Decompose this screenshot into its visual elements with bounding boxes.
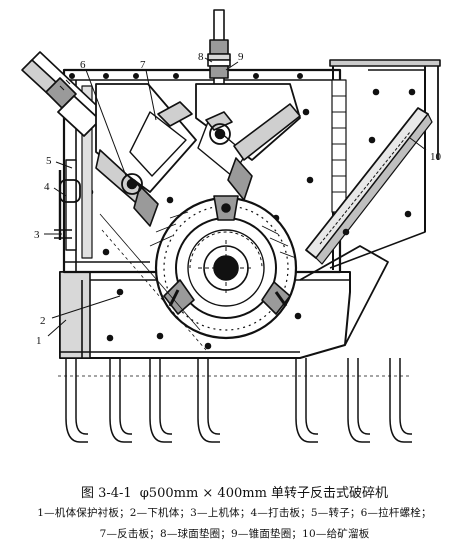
figure-legend-line-2: 7—反击板；8—球面垫圈；9—锥面垫圈；10—给矿溜板 bbox=[99, 528, 370, 540]
callout-7: 7 bbox=[140, 59, 146, 71]
callout-labels: 1 2 3 4 5 6 7 8 9 10 bbox=[34, 51, 442, 347]
callout-9: 9 bbox=[238, 51, 244, 63]
callout-3: 3 bbox=[34, 229, 40, 241]
callout-6: 6 bbox=[80, 59, 86, 71]
callout-8: 8 bbox=[198, 51, 204, 63]
figure-legend-line-1: 1—机体保护衬板；2—下机体；3—上机体；4—打击板；5—转子；6—拉杆螺栓； bbox=[37, 507, 432, 519]
feed-chute bbox=[305, 59, 441, 270]
figure-title: φ500mm × 400mm 单转子反击式破碎机 bbox=[139, 486, 389, 501]
tie-rod-bolt-top bbox=[207, 9, 231, 131]
figure-caption-title: 图 3-4-1 φ500mm × 400mm 单转子反击式破碎机 bbox=[0, 482, 469, 501]
impact-plate-right bbox=[195, 83, 301, 201]
figure-number: 图 3-4-1 bbox=[80, 486, 132, 501]
anchor-bolts bbox=[58, 358, 412, 443]
callout-10: 10 bbox=[430, 151, 442, 163]
callout-2: 2 bbox=[40, 315, 46, 327]
callout-4: 4 bbox=[44, 181, 50, 193]
callout-1: 1 bbox=[36, 335, 42, 347]
lower-body bbox=[59, 245, 389, 359]
leader-lines bbox=[44, 57, 427, 337]
flow-hatching bbox=[99, 211, 297, 351]
crusher-cross-section-diagram: 1 2 3 4 5 6 7 8 9 10 bbox=[21, 9, 442, 443]
impact-plate-left bbox=[95, 83, 197, 227]
body-liner-plates bbox=[54, 85, 93, 259]
callout-5: 5 bbox=[46, 155, 52, 167]
blow-bars bbox=[163, 195, 291, 315]
